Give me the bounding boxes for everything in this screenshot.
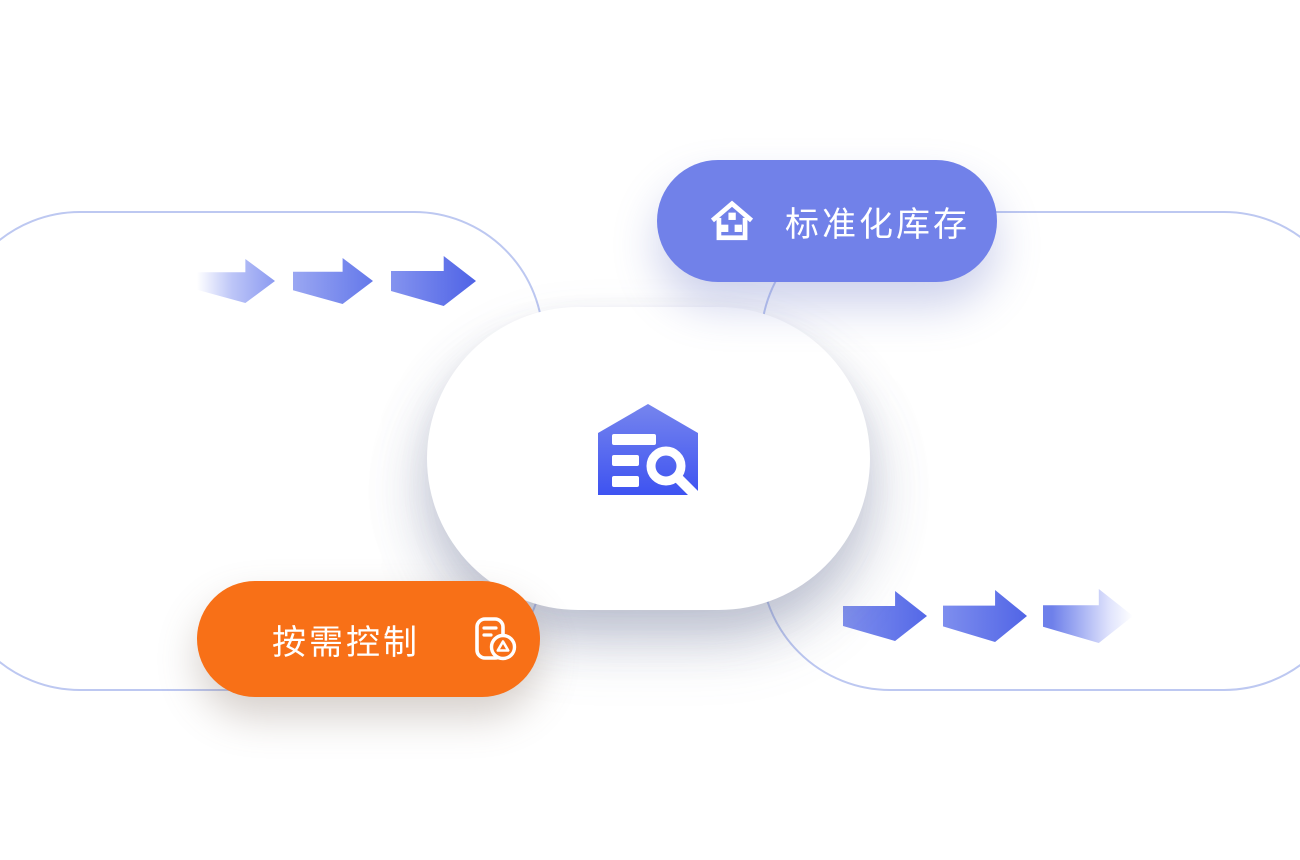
top-badge-label: 标准化库存 — [785, 205, 970, 244]
flow-arrow-icon — [843, 591, 927, 641]
flow-arrow-icon — [293, 258, 373, 304]
standardized-inventory-badge: 标准化库存 — [657, 160, 997, 282]
flow-arrow-icon — [391, 256, 476, 306]
flow-arrow-icon — [1043, 589, 1133, 643]
device-sync-icon — [468, 613, 520, 665]
on-demand-control-badge: 按需控制 — [197, 581, 540, 697]
center-card — [427, 307, 870, 610]
warehouse-house-icon — [709, 198, 755, 244]
flow-arrow-icon — [943, 590, 1027, 642]
flow-arrow-icon — [197, 259, 275, 303]
inventory-search-icon — [596, 403, 702, 501]
bottom-badge-label: 按需控制 — [272, 623, 420, 662]
inbound-arrow-group — [197, 255, 476, 307]
outbound-arrow-group — [843, 588, 1133, 644]
